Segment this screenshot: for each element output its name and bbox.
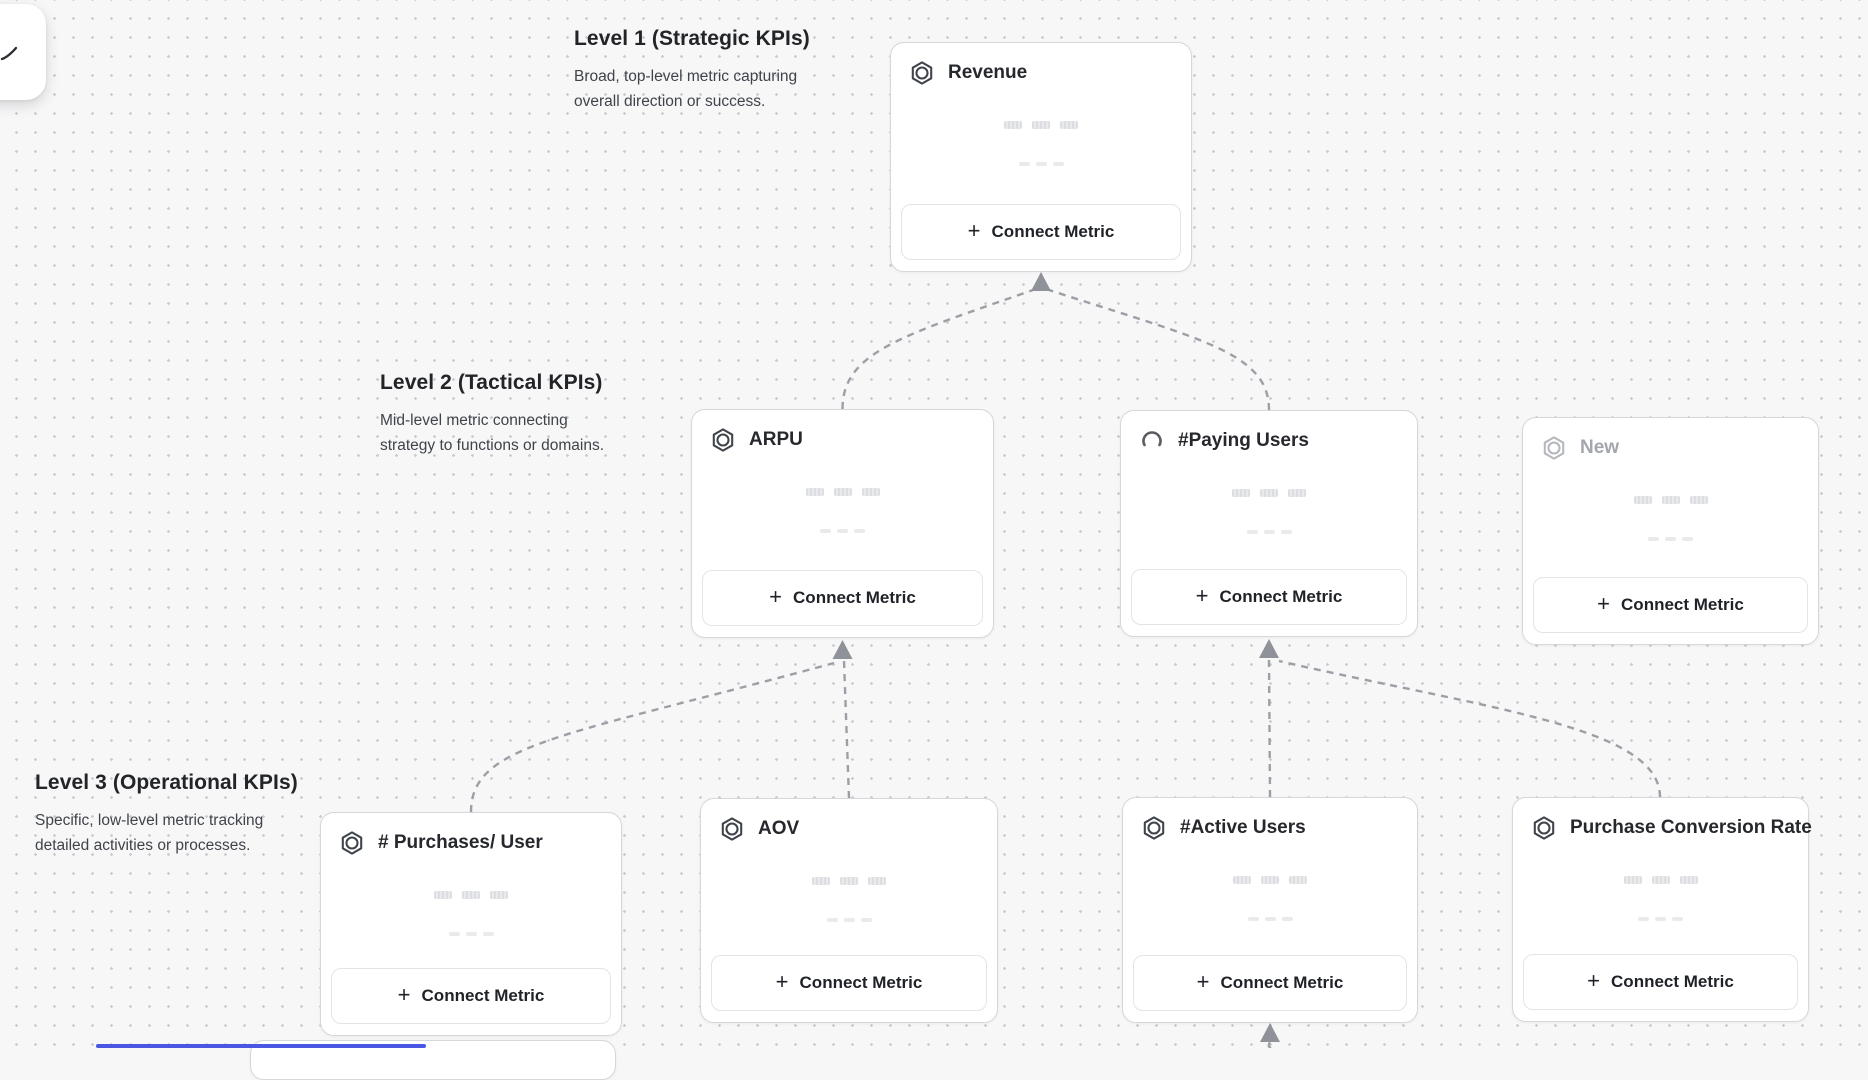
connect-metric-button[interactable]: + Connect Metric xyxy=(702,570,983,626)
skeleton-bars-small xyxy=(701,918,997,922)
card-title: #Active Users xyxy=(1180,817,1306,838)
connect-metric-label: Connect Metric xyxy=(1220,973,1344,992)
edge-activeusers-to-payingusers xyxy=(1267,659,1272,798)
edge-purchases-to-arpu xyxy=(469,661,835,813)
connect-metric-button[interactable]: + Connect Metric xyxy=(901,204,1181,260)
hexagon-metric-icon xyxy=(1541,435,1567,461)
skeleton-bars-small xyxy=(692,529,993,533)
connect-metric-label: Connect Metric xyxy=(991,222,1115,241)
level1-desc-line2: overall direction or success. xyxy=(574,92,766,110)
skeleton-bars xyxy=(891,121,1191,129)
skeleton-bars xyxy=(692,488,993,496)
connect-metric-label: Connect Metric xyxy=(799,973,923,992)
level1-heading-block: Level 1 (Strategic KPIs) Broad, top-leve… xyxy=(574,27,810,114)
cursor-icon xyxy=(0,46,18,61)
skeleton-bars-small xyxy=(1123,917,1417,921)
edge-pcr-to-payingusers xyxy=(1278,659,1662,798)
level2-title: Level 2 (Tactical KPIs) xyxy=(380,371,603,394)
edge-arpu-to-revenue xyxy=(841,288,1034,410)
skeleton-bars xyxy=(1121,489,1417,497)
connect-metric-button[interactable]: + Connect Metric xyxy=(1131,569,1407,625)
arrowhead-revenue xyxy=(1031,272,1051,291)
plus-icon: + xyxy=(769,584,783,609)
arrowhead-activeusers xyxy=(1260,1023,1280,1042)
card-title: AOV xyxy=(758,818,800,839)
skeleton-bars-small xyxy=(1513,917,1808,921)
arrowhead-arpu xyxy=(832,640,853,659)
edge-offscreen-to-activeusers xyxy=(1267,1037,1272,1048)
connect-metric-label: Connect Metric xyxy=(1621,595,1744,614)
edge-payingusers-to-revenue xyxy=(1048,288,1271,411)
plus-icon: + xyxy=(397,982,411,1007)
card-title: New xyxy=(1580,437,1620,458)
metric-card-arpu[interactable]: ARPU + Connect Metric xyxy=(691,409,994,638)
level3-title: Level 3 (Operational KPIs) xyxy=(35,771,298,794)
metric-card-revenue[interactable]: Revenue + Connect Metric xyxy=(890,42,1192,272)
arrowhead-payingusers xyxy=(1259,639,1279,658)
metric-card-active-users[interactable]: #Active Users + Connect Metric xyxy=(1122,797,1418,1023)
level3-desc-line1: Specific, low-level metric tracking xyxy=(35,812,264,829)
metric-card-paying-users[interactable]: #Paying Users + Connect Metric xyxy=(1120,410,1418,637)
connect-metric-button[interactable]: + Connect Metric xyxy=(711,955,987,1011)
level3-heading-block: Level 3 (Operational KPIs) Specific, low… xyxy=(35,771,298,858)
skeleton-bars-small xyxy=(1523,537,1818,541)
hexagon-metric-icon xyxy=(1531,815,1557,841)
connect-metric-label: Connect Metric xyxy=(1611,972,1734,991)
card-title: #Paying Users xyxy=(1178,430,1309,451)
card-title: ARPU xyxy=(749,429,803,450)
skeleton-bars xyxy=(1523,496,1818,504)
plus-icon: + xyxy=(967,218,981,243)
skeleton-bars-small xyxy=(321,932,621,936)
metric-card-purchases-per-user[interactable]: # Purchases/ User + Connect Metric xyxy=(320,812,622,1036)
card-title: Purchase Conversion Rate xyxy=(1570,817,1812,838)
plus-icon: + xyxy=(775,969,789,994)
loading-spinner-icon xyxy=(1139,428,1165,454)
connect-metric-button[interactable]: + Connect Metric xyxy=(331,968,611,1024)
hexagon-metric-icon xyxy=(719,816,745,842)
hexagon-metric-icon xyxy=(339,830,365,856)
card-title: Revenue xyxy=(948,62,1028,83)
connect-metric-label: Connect Metric xyxy=(793,588,916,607)
skeleton-bars-small xyxy=(1121,530,1417,534)
hexagon-metric-icon xyxy=(710,427,736,453)
metric-card-aov[interactable]: AOV + Connect Metric xyxy=(700,798,998,1023)
hexagon-metric-icon xyxy=(1141,815,1167,841)
scroll-indicator-bar[interactable] xyxy=(96,1044,426,1048)
level1-desc-line1: Broad, top-level metric capturing xyxy=(574,68,798,85)
connect-metric-button[interactable]: + Connect Metric xyxy=(1533,577,1808,633)
skeleton-bars xyxy=(1123,876,1417,884)
plus-icon: + xyxy=(1196,969,1210,994)
edge-aov-to-arpu xyxy=(842,660,851,799)
connect-metric-label: Connect Metric xyxy=(1219,587,1343,606)
connect-metric-button[interactable]: + Connect Metric xyxy=(1523,954,1798,1010)
plus-icon: + xyxy=(1597,591,1611,616)
level2-desc-line2: strategy to functions or domains. xyxy=(380,436,605,454)
level2-desc-line1: Mid-level metric connecting xyxy=(380,412,568,429)
card-title: # Purchases/ User xyxy=(378,832,543,853)
metric-card-new[interactable]: New + Connect Metric xyxy=(1522,417,1819,645)
level3-desc-line2: detailed activities or processes. xyxy=(35,836,251,854)
skeleton-bars xyxy=(1513,876,1808,884)
connect-metric-button[interactable]: + Connect Metric xyxy=(1133,955,1407,1011)
level1-title: Level 1 (Strategic KPIs) xyxy=(574,27,810,50)
skeleton-bars-small xyxy=(891,162,1191,166)
skeleton-bars xyxy=(321,891,621,899)
level2-heading-block: Level 2 (Tactical KPIs) Mid-level metric… xyxy=(380,371,604,458)
plus-icon: + xyxy=(1587,968,1601,993)
skeleton-bars xyxy=(701,877,997,885)
connect-metric-label: Connect Metric xyxy=(421,986,545,1005)
metric-card-purchase-conversion-rate[interactable]: Purchase Conversion Rate + Connect Metri… xyxy=(1512,797,1812,1022)
canvas-tool-button[interactable] xyxy=(0,4,46,100)
hexagon-metric-icon xyxy=(909,60,935,86)
plus-icon: + xyxy=(1195,583,1209,608)
edges-layer xyxy=(469,272,1662,1048)
